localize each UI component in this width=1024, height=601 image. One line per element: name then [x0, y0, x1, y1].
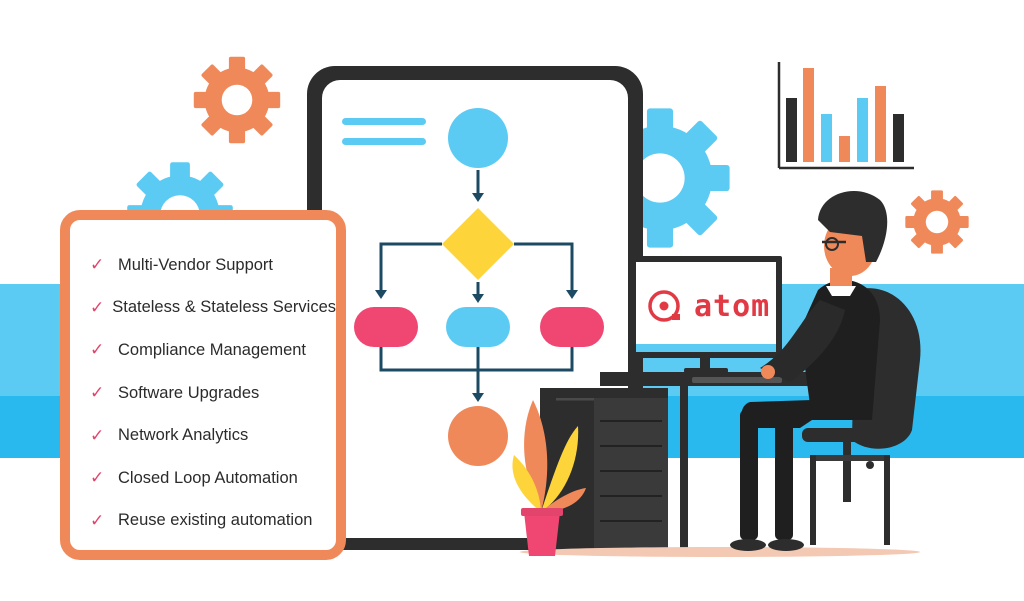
person-illustration: [730, 190, 921, 551]
bar-chart-icon: [777, 62, 914, 170]
gear-icon: [193, 56, 281, 144]
check-icon: ✓: [90, 383, 105, 404]
check-icon: ✓: [90, 468, 105, 489]
list-item: ✓ Software Upgrades: [90, 372, 336, 415]
check-icon: ✓: [90, 510, 105, 531]
feature-label: Multi-Vendor Support: [118, 255, 274, 274]
list-item: ✓ Multi-Vendor Support: [90, 244, 336, 287]
feature-label: Reuse existing automation: [118, 511, 313, 530]
gear-icon: [590, 108, 730, 248]
desk: [520, 372, 920, 557]
flowchart-diagram: [342, 108, 604, 466]
feature-label: Compliance Management: [118, 340, 307, 359]
list-item: ✓ Compliance Management: [90, 329, 336, 372]
plant-icon: [512, 400, 586, 556]
list-item: ✓ Network Analytics: [90, 414, 336, 457]
feature-label: Network Analytics: [118, 426, 249, 445]
check-icon: ✓: [90, 255, 105, 276]
features-card: ✓ Multi-Vendor Support ✓ Stateless & Sta…: [60, 210, 346, 560]
list-item: ✓ Closed Loop Automation: [90, 457, 336, 500]
atom-logo: atom: [646, 288, 770, 324]
feature-label: Software Upgrades: [118, 383, 260, 402]
check-icon: ✓: [90, 425, 105, 446]
check-icon: ✓: [90, 297, 105, 318]
atom-logo-icon: [648, 290, 680, 322]
gear-icon: [905, 190, 969, 254]
monitor-icon: [630, 256, 782, 383]
features-list: ✓ Multi-Vendor Support ✓ Stateless & Sta…: [90, 244, 336, 542]
list-item: ✓ Reuse existing automation: [90, 500, 336, 543]
brand-name: atom: [694, 288, 771, 324]
feature-label: Stateless & Stateless Services: [112, 298, 336, 317]
feature-label: Closed Loop Automation: [118, 468, 298, 487]
list-item: ✓ Stateless & Stateless Services: [90, 287, 336, 330]
check-icon: ✓: [90, 340, 105, 361]
